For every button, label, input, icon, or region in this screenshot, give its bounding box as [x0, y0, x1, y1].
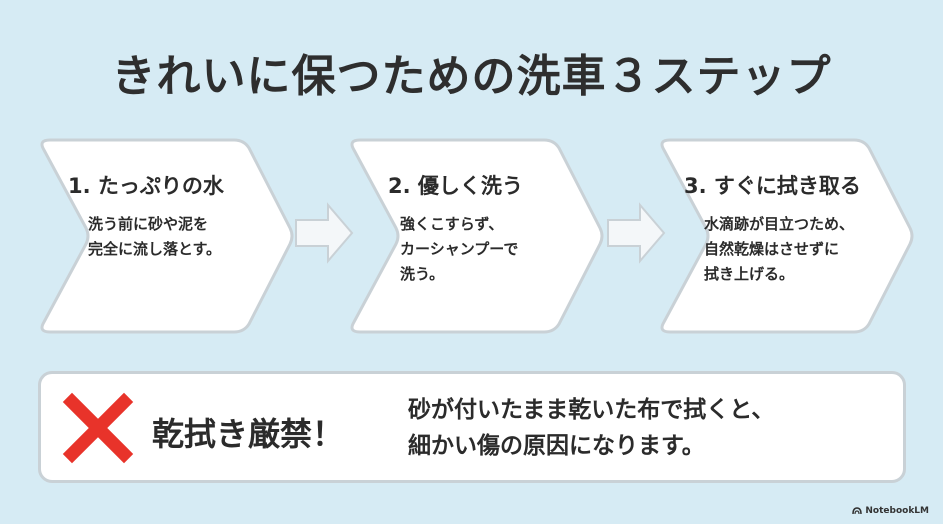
arrow-1-2-icon	[295, 202, 354, 264]
step-1-body: 洗う前に砂や泥を 完全に流し落とす。	[88, 212, 221, 262]
brand-watermark: NotebookLM	[852, 506, 929, 516]
brand-label: NotebookLM	[865, 506, 929, 516]
step-3-title: 3. すぐに拭き取る	[684, 174, 861, 198]
step-1-title: 1. たっぷりの水	[68, 174, 224, 198]
step-3: 3. すぐに拭き取る	[684, 170, 861, 200]
step-card-3	[660, 138, 914, 334]
step-3-body: 水滴跡が目立つため、 自然乾燥はさせずに 拭き上げる。	[704, 212, 854, 287]
arrow-2-3-icon	[607, 202, 666, 264]
step-card-2	[350, 138, 604, 334]
warning-line: 砂が付いたまま乾いた布で拭くと、	[408, 397, 775, 423]
notebooklm-logo-icon	[852, 507, 863, 515]
step-2-line: 強くこすらず、	[400, 215, 504, 233]
warning-box	[38, 371, 906, 483]
step-3-line: 拭き上げる。	[704, 265, 795, 283]
step-2-line: カーシャンプーで	[400, 240, 519, 258]
step-1: 1. たっぷりの水	[68, 170, 224, 200]
step-2-title: 2. 優しく洗う	[388, 174, 523, 198]
step-2: 2. 優しく洗う	[388, 170, 523, 200]
warning-body: 砂が付いたまま乾いた布で拭くと、 細かい傷の原因になります。	[408, 392, 774, 464]
warning-heading: 乾拭き厳禁！	[152, 415, 345, 453]
page-title: きれいに保つための洗車３ステップ	[111, 51, 832, 102]
step-2-body: 強くこすらず、 カーシャンプーで 洗う。	[400, 212, 518, 287]
step-2-line: 洗う。	[400, 265, 445, 283]
step-3-line: 自然乾燥はさせずに	[704, 240, 840, 258]
step-card-1	[40, 138, 294, 334]
step-3-line: 水滴跡が目立つため、	[704, 215, 855, 233]
step-1-line: 完全に流し落とす。	[88, 240, 222, 258]
warning-line: 細かい傷の原因になります。	[408, 433, 705, 459]
cross-icon	[62, 392, 134, 464]
step-1-line: 洗う前に砂や泥を	[88, 215, 209, 233]
